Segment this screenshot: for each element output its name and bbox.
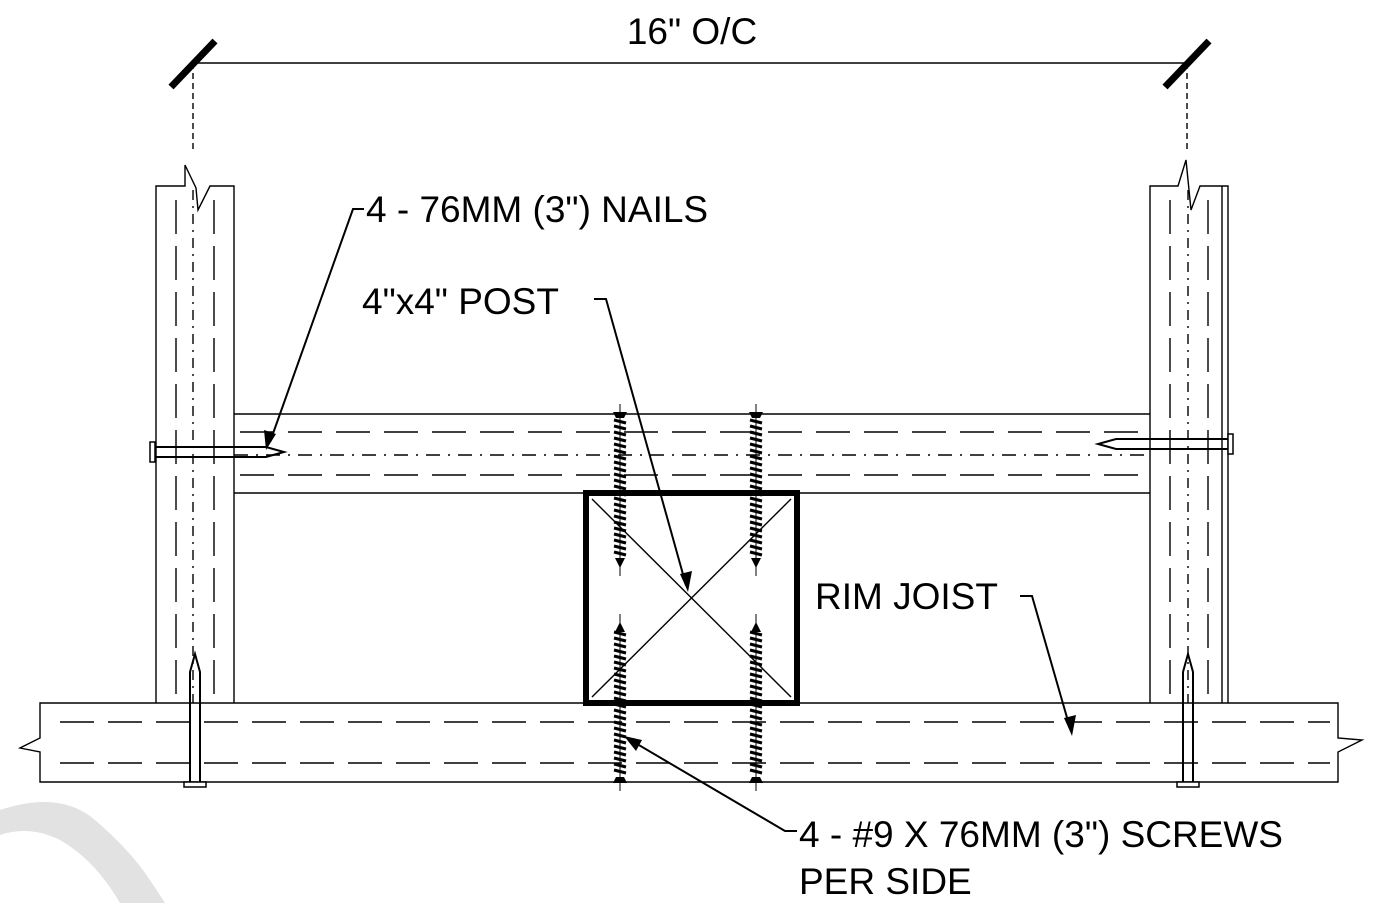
rim-joist-leader xyxy=(1020,595,1076,736)
watermark-shape xyxy=(0,802,165,903)
nail-right xyxy=(1094,433,1234,455)
post-leader xyxy=(594,298,692,592)
post-label: 4"x4" POST xyxy=(362,281,559,322)
screw-bottom-right xyxy=(749,614,763,791)
nail-rim-left xyxy=(183,650,207,788)
nails-leader xyxy=(264,208,364,450)
screws-label-line2: PER SIDE xyxy=(799,861,972,902)
screw-bottom-left xyxy=(613,614,627,791)
dimension-line xyxy=(168,38,1212,150)
rim-joist xyxy=(17,702,1365,783)
left-stud xyxy=(155,164,235,703)
screws xyxy=(613,404,763,791)
screws-label-line1: 4 - #9 X 76MM (3") SCREWS xyxy=(799,814,1283,855)
nails-label: 4 - 76MM (3") NAILS xyxy=(366,189,708,230)
nail-left xyxy=(149,441,288,463)
dimension-tick-left xyxy=(168,38,218,90)
dimension-label: 16" O/C xyxy=(627,11,757,52)
nail-rim-right xyxy=(1176,650,1200,788)
post xyxy=(583,490,800,706)
blocking xyxy=(234,413,1150,494)
screws-leader xyxy=(624,736,797,832)
right-stud xyxy=(1149,159,1229,703)
dimension-tick-right xyxy=(1162,38,1212,90)
screw-top-right xyxy=(749,404,763,576)
rim-joist-label: RIM JOIST xyxy=(815,576,998,617)
screw-top-left xyxy=(613,404,627,576)
